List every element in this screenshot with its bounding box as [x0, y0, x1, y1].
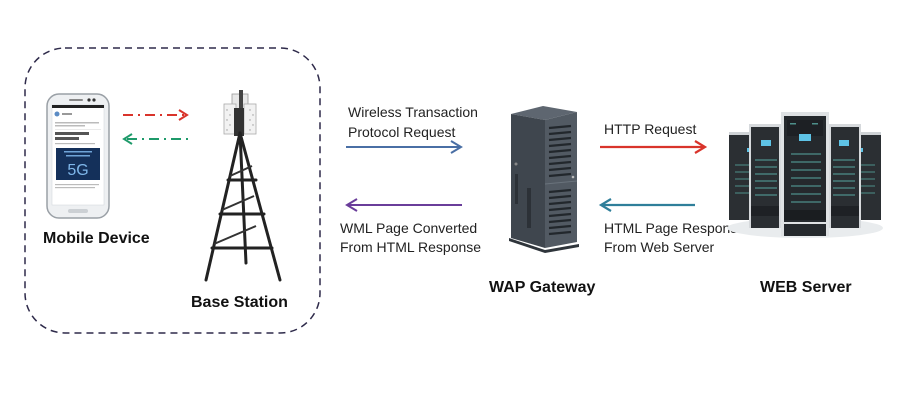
mobile-to-base-arrow [123, 109, 189, 121]
smartphone-icon: 5G [46, 93, 110, 219]
wml-response-label-line1: WML Page Converted [340, 220, 478, 236]
wtp-request-arrow [346, 140, 463, 154]
server-rack-icon [727, 112, 883, 238]
mobile-device: 5G [46, 93, 110, 219]
server-rack-center [781, 112, 829, 236]
web-server-label: WEB Server [760, 279, 852, 296]
html-response-label-line2: From Web Server [604, 239, 715, 255]
html-response-label-line1: HTML Page Response [604, 220, 746, 236]
wtp-request-label-line1: Wireless Transaction [348, 104, 478, 120]
server-rack-right [829, 124, 861, 228]
wml-response-arrow [345, 198, 462, 212]
base-to-mobile-arrow [122, 133, 191, 145]
wap-gateway-label: WAP Gateway [489, 279, 596, 296]
wml-response-label-line2: From HTML Response [340, 239, 482, 255]
html-response-arrow [598, 198, 695, 212]
http-request-arrow [600, 140, 708, 154]
server-rack-left [749, 124, 781, 228]
cell-tower-icon [204, 90, 282, 282]
mobile-device-label: Mobile Device [43, 230, 150, 247]
svg-text:5G: 5G [67, 162, 88, 179]
wtp-request-label-line2: Protocol Request [348, 124, 456, 140]
server-tower-icon [509, 106, 579, 253]
http-request-label: HTTP Request [604, 121, 697, 137]
base-station-label: Base Station [191, 294, 288, 311]
